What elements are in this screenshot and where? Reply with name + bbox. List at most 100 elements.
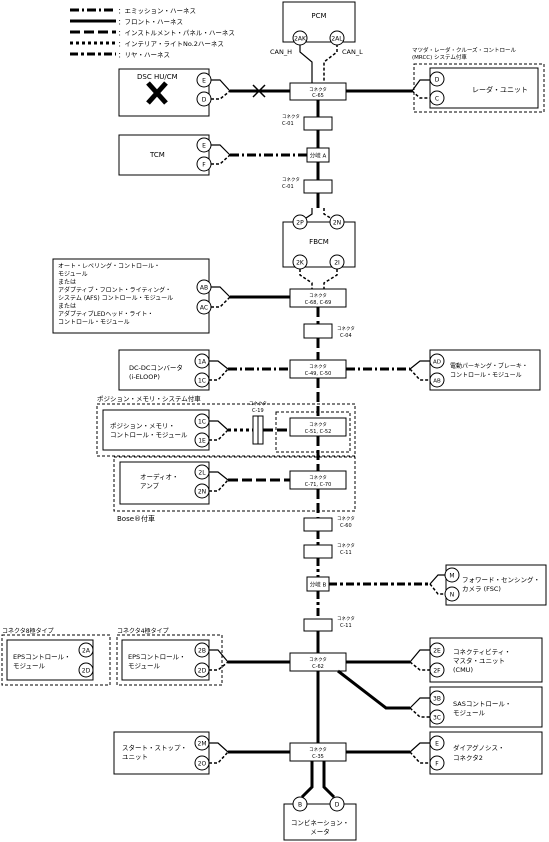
eps4-pin-1: 2B [198, 648, 206, 655]
c35-code: C-35 [312, 754, 324, 760]
epb-pin-1: AD [433, 360, 441, 366]
branch-a-label: 分岐 A [310, 152, 327, 160]
audio-line-1: オーディオ・ [140, 472, 179, 481]
memory-line-2: コントロール・モジュール [110, 431, 188, 439]
c51-title: コネクタ [309, 421, 327, 428]
fsc-line-1: フォワード・センシング・ [462, 575, 540, 584]
memory-pin-2: 1E [198, 438, 206, 445]
eps4-line-1: EPSコントロール・ [128, 653, 186, 661]
eps4-module [121, 639, 210, 681]
leveling-pin-2: AC [200, 305, 208, 312]
sas-line-1: SASコントロール・ [453, 700, 511, 708]
can-l-label: CAN_L [342, 48, 363, 56]
cluster-pin-2: D [335, 802, 340, 809]
fbcm-pin-3: 2K [296, 260, 305, 267]
audio-module [119, 461, 210, 505]
sas-pin-1: 3B [433, 696, 441, 703]
connector-c04 [303, 323, 333, 339]
leveling-pin-1: AB [200, 285, 208, 292]
diag-line-1: ダイアグノシス・ [453, 743, 505, 752]
cmu-pin-2: 2F [433, 668, 441, 675]
cluster-module: B D コンビネーション・ メータ [283, 796, 357, 841]
dsc-label: DSC HU/CM [137, 73, 178, 81]
dcdc-pin-2: 1C [198, 378, 206, 385]
not-used-cross-icon [146, 81, 168, 105]
dsc-pin-2: D [202, 97, 207, 104]
dcdc-line-2: (i-ELOOP) [129, 373, 160, 381]
memory-line-1: ポジション・メモリ・ [110, 422, 175, 430]
epb-module [429, 349, 541, 391]
cluster-line-1: コンビネーション・ [291, 818, 349, 827]
c60-title: コネクタ [337, 515, 355, 522]
audio-line-2: アンプ [140, 482, 160, 490]
c51-code: C-51, C-52 [305, 429, 332, 435]
connector-c01-lower [303, 179, 333, 194]
eps4-group-box [116, 634, 223, 686]
sas-module [429, 686, 543, 728]
startstop-pin-1: 2M [198, 741, 207, 748]
c35-title: コネクタ [309, 746, 327, 753]
c68-code: C-68, C-69 [305, 300, 332, 306]
c19-code: C-19 [252, 408, 264, 414]
leveling-line-8: コントロール・モジュール [58, 319, 130, 326]
startstop-line-1: スタート・ストップ・ [122, 743, 187, 752]
startstop-module [113, 731, 210, 775]
diag-pin-2: F [435, 761, 439, 768]
dsc-pin-1: E [202, 78, 206, 85]
diag-line-2: コネクタ2 [453, 753, 483, 762]
disconnected-x-icon [252, 84, 266, 98]
c65-title: コネクタ [309, 86, 327, 93]
fbcm-pin-2: 2N [333, 220, 341, 227]
c49-code: C-49, C-50 [305, 371, 332, 377]
pcm-pin-1: 2AK [294, 36, 307, 43]
tcm-module [118, 134, 210, 176]
fbcm-module: 2P 2N FBCM 2K 2I [282, 214, 356, 270]
leveling-line-5: システム (AFS) コントロール・モジュール [58, 295, 173, 302]
eps8-group-box [1, 634, 111, 686]
tcm-pin-2: F [202, 162, 206, 169]
connector-c51 [289, 417, 347, 437]
fbcm-pin-1: 2P [296, 220, 304, 227]
legend-emission: ：エミッション・ハーネス [118, 7, 196, 15]
cluster-line-2: メータ [310, 827, 330, 836]
c01a-code: C-01 [282, 121, 294, 127]
eps4-group-label: コネクタ4極タイプ [117, 627, 169, 635]
c01b-title: コネクタ [282, 176, 300, 183]
sas-line-2: モジュール [453, 709, 486, 717]
leveling-line-3: または [58, 279, 76, 286]
fsc-module [445, 564, 547, 606]
c62-title: コネクタ [309, 656, 327, 663]
c01a-title: コネクタ [282, 113, 300, 120]
dcdc-pin-1: 1A [198, 359, 207, 366]
eps8-pin-2: 2D [82, 668, 91, 675]
c62-code: C-62 [312, 664, 324, 670]
legend: ：エミッション・ハーネス ：フロント・ハーネス ：インストルメント・パネル・ハー… [70, 7, 235, 59]
dsc-module: DSC HU/CM E D [118, 68, 212, 117]
c11b-code: C-11 [340, 623, 352, 629]
c01b-code: C-01 [282, 184, 294, 190]
connector-c11-upper [303, 544, 333, 559]
fsc-line-2: カメラ (FSC) [462, 585, 501, 593]
c11b-title: コネクタ [337, 615, 355, 622]
cluster-pin-1: B [298, 802, 302, 809]
cmu-line-3: (CMU) [453, 666, 473, 674]
startstop-line-2: ユニット [122, 753, 148, 761]
branch-b-label: 分岐 B [310, 581, 327, 589]
mrcc-group-label: マツダ・レーダ・クルーズ・コントロール (MRCC) システム付車 [412, 46, 518, 61]
bose-group-box [113, 456, 356, 512]
leveling-line-7: アダプティブLEDヘッド・ライト・ [58, 310, 153, 318]
cmu-line-1: コネクティビティ・ [453, 647, 511, 656]
audio-pin-1: 2L [198, 470, 206, 477]
fbcm-pin-4: 2I [334, 260, 340, 267]
fbcm-label: FBCM [309, 238, 329, 246]
cmu-pin-1: 2E [433, 648, 441, 655]
c65-code: C-65 [312, 93, 324, 99]
c71-title: コネクタ [309, 474, 327, 481]
c04-title: コネクタ [337, 325, 355, 332]
fsc-pin-1: M [449, 573, 454, 580]
legend-interior: ：インテリア・ライトNo.2ハーネス [118, 40, 224, 48]
tcm-label: TCM [149, 151, 165, 159]
eps4-line-2: モジュール [128, 662, 161, 670]
eps8-module [6, 639, 94, 681]
trunk [299, 44, 338, 799]
